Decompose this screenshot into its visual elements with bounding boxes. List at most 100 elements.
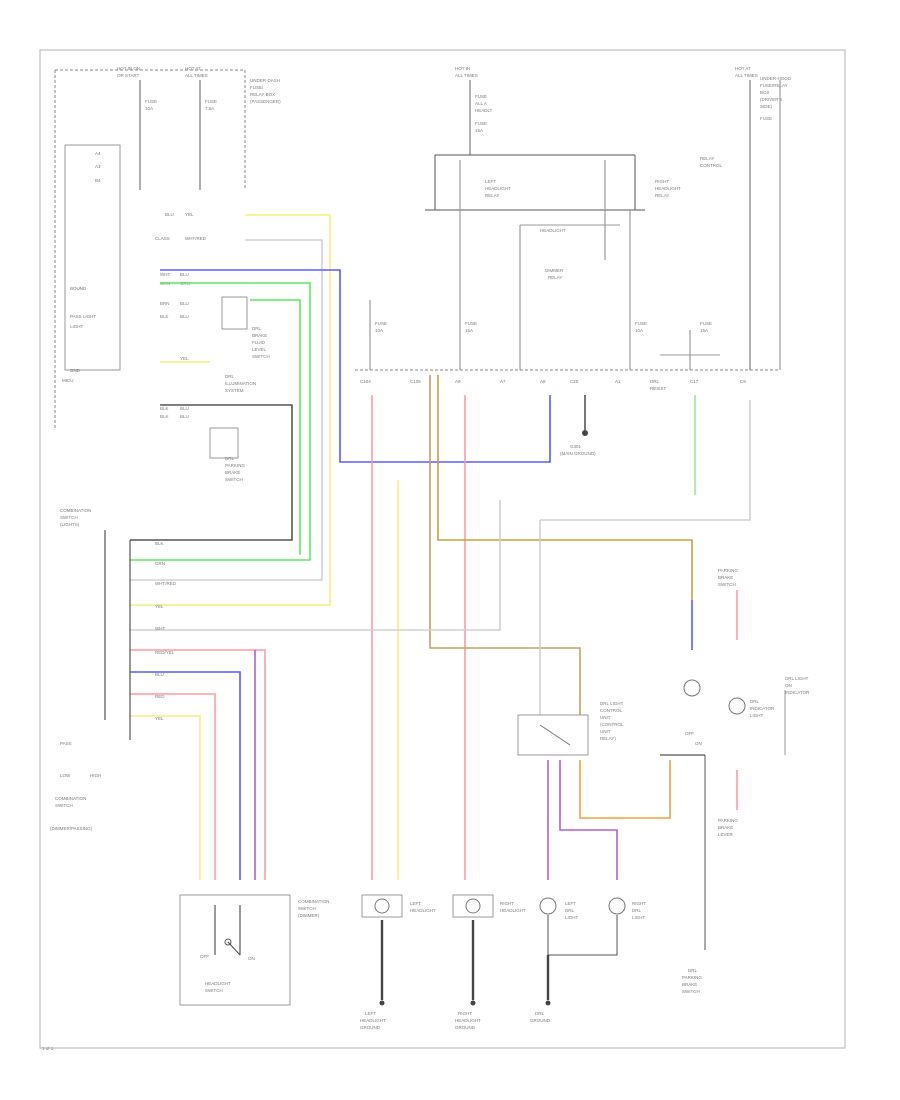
drl-control-unit: DRL LIGHT CONTROL UNIT (CONTROL UNIT REL… — [517, 701, 624, 756]
svg-text:FUSE/: FUSE/ — [250, 85, 264, 90]
svg-text:HEADLIGHT: HEADLIGHT — [410, 908, 436, 913]
svg-text:GROUND: GROUND — [530, 1018, 551, 1023]
svg-text:15A: 15A — [700, 328, 708, 333]
wire-green-2 — [250, 299, 301, 555]
svg-text:HEADLIGHT: HEADLIGHT — [655, 186, 681, 191]
svg-text:DIMMER: DIMMER — [545, 268, 564, 273]
svg-text:(DRIVER'S: (DRIVER'S — [760, 97, 782, 102]
svg-text:OFF: OFF — [685, 731, 694, 736]
wire-blue-lower — [130, 671, 241, 880]
svg-text:FUSE: FUSE — [760, 116, 772, 121]
svg-text:DRL: DRL — [565, 908, 574, 913]
svg-text:GROUND: GROUND — [455, 1025, 476, 1030]
svg-text:SWITCH: SWITCH — [55, 803, 73, 808]
brake-fluid-switch — [221, 296, 248, 330]
svg-text:CONTROL: CONTROL — [600, 708, 622, 713]
svg-text:LEFT: LEFT — [410, 901, 421, 906]
svg-text:RED: RED — [155, 694, 165, 699]
svg-text:BLU: BLU — [180, 272, 189, 277]
svg-text:ALL TIMES: ALL TIMES — [735, 73, 758, 78]
svg-text:(DIMMER): (DIMMER) — [298, 913, 320, 918]
svg-text:HEADLIGHT: HEADLIGHT — [500, 908, 526, 913]
svg-text:HOT IN ON: HOT IN ON — [117, 66, 140, 71]
parking-brake-switch — [209, 427, 239, 459]
combination-switch: COMBINATION SWITCH (LIGHTS) BLK GRN WHT/… — [50, 508, 177, 831]
svg-text:HEADLIGHT: HEADLIGHT — [455, 1018, 481, 1023]
svg-text:A1: A1 — [615, 379, 621, 384]
svg-text:SWITCH: SWITCH — [252, 354, 270, 359]
svg-text:FUSE: FUSE — [475, 94, 487, 99]
svg-text:PASS LIGHT: PASS LIGHT — [70, 314, 96, 319]
svg-text:DRL LIGHT: DRL LIGHT — [785, 676, 809, 681]
svg-text:FUSE: FUSE — [145, 99, 157, 104]
svg-text:(PASSENGER): (PASSENGER) — [250, 99, 281, 104]
svg-text:DRL: DRL — [650, 379, 659, 384]
svg-text:FUSE: FUSE — [700, 321, 712, 326]
svg-text:FUSE: FUSE — [475, 121, 487, 126]
svg-text:DRL: DRL — [632, 908, 641, 913]
svg-text:YEL: YEL — [155, 716, 164, 721]
svg-text:SWITCH: SWITCH — [225, 477, 243, 482]
left-fuse-block: HOT IN ON OR START HOT AT ALL TIMES FUSE… — [54, 66, 281, 430]
svg-text:BOX: BOX — [760, 90, 770, 95]
wire-blue — [160, 269, 551, 463]
svg-text:LEFT: LEFT — [485, 179, 496, 184]
svg-text:WHT: WHT — [155, 626, 165, 631]
wire-lightgray-3 — [540, 400, 751, 521]
svg-text:FUSE: FUSE — [635, 321, 647, 326]
svg-text:HEADLIGHT: HEADLIGHT — [205, 981, 231, 986]
svg-text:LIGHT: LIGHT — [632, 915, 646, 920]
wire-red-lower — [130, 649, 266, 880]
svg-text:BRAKE: BRAKE — [718, 575, 733, 580]
wire-brown-to-dimmer — [429, 375, 581, 715]
svg-text:BOUND: BOUND — [70, 286, 87, 291]
svg-text:RED/YEL: RED/YEL — [155, 650, 175, 655]
wire-yellow — [130, 214, 331, 606]
svg-text:SWITCH: SWITCH — [682, 989, 700, 994]
svg-text:MICU: MICU — [62, 378, 74, 383]
svg-text:(MAIN GROUND): (MAIN GROUND) — [560, 451, 596, 456]
svg-text:HEADLIGHT: HEADLIGHT — [540, 228, 566, 233]
svg-text:HEADLIGHT: HEADLIGHT — [360, 1018, 386, 1023]
svg-text:RIGHT: RIGHT — [500, 901, 514, 906]
svg-text:PARKING: PARKING — [718, 568, 738, 573]
svg-text:SIDE): SIDE) — [760, 104, 773, 109]
top-relay-area: HOT IN ALL TIMES FUSE ALL A HEADLT FUSE … — [369, 66, 792, 370]
svg-text:WHT/RED: WHT/RED — [155, 581, 177, 586]
wire-brown-2 — [437, 375, 693, 600]
svg-text:FUSE: FUSE — [375, 321, 387, 326]
ground-icon: G301 (MAIN GROUND) — [560, 395, 596, 456]
svg-text:PASS: PASS — [60, 741, 72, 746]
svg-text:RELAY: RELAY — [485, 193, 499, 198]
svg-text:ON: ON — [785, 683, 792, 688]
svg-text:RIGHT: RIGHT — [458, 1011, 472, 1016]
svg-text:LEVEL: LEVEL — [252, 347, 267, 352]
svg-text:FUSE/RELAY: FUSE/RELAY — [760, 83, 788, 88]
svg-text:PARKING: PARKING — [718, 818, 738, 823]
svg-text:UNDER-DASH: UNDER-DASH — [250, 78, 280, 83]
svg-text:RIGHT: RIGHT — [632, 901, 646, 906]
svg-text:BLU: BLU — [180, 301, 189, 306]
svg-text:RELAY: RELAY — [700, 156, 714, 161]
svg-text:PARKING: PARKING — [682, 975, 702, 980]
svg-text:DRL: DRL — [225, 374, 234, 379]
svg-text:LEFT: LEFT — [565, 901, 576, 906]
wire-orange — [579, 760, 671, 819]
svg-text:RELAY: RELAY — [655, 193, 669, 198]
svg-text:FUSE: FUSE — [205, 99, 217, 104]
svg-text:10A: 10A — [375, 328, 383, 333]
svg-text:RELAY BOX: RELAY BOX — [250, 92, 275, 97]
svg-text:BLU: BLU — [180, 406, 189, 411]
svg-text:YEL: YEL — [180, 356, 189, 361]
svg-text:(LIGHTS): (LIGHTS) — [60, 522, 80, 527]
svg-text:DRL: DRL — [252, 326, 261, 331]
svg-text:BRAKE: BRAKE — [718, 825, 733, 830]
svg-text:C9: C9 — [740, 379, 746, 384]
svg-text:15A: 15A — [475, 128, 483, 133]
svg-text:15A: 15A — [465, 328, 473, 333]
svg-text:HEADLT: HEADLT — [475, 108, 493, 113]
page-number: 1 of 1 — [42, 1046, 54, 1051]
svg-text:HIGH: HIGH — [90, 773, 101, 778]
svg-text:UNDER-HOOD: UNDER-HOOD — [760, 76, 792, 81]
